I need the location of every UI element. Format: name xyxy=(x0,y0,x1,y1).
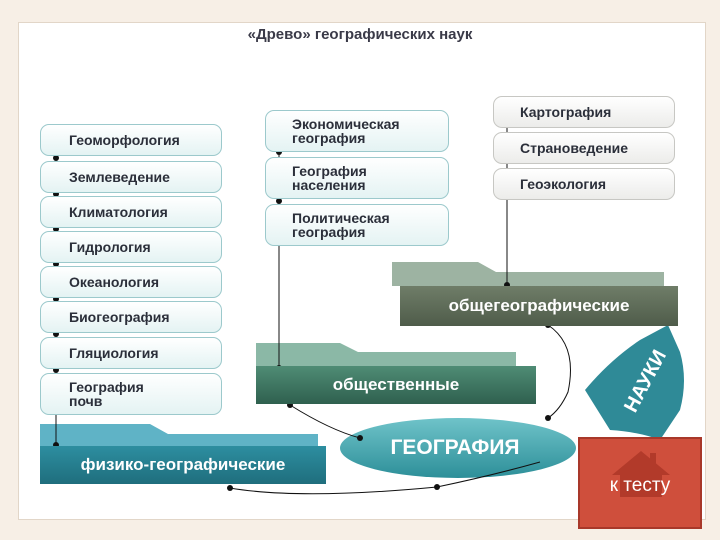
geography-ellipse xyxy=(340,418,576,478)
box-economic-geography: Экономическая география xyxy=(265,110,449,152)
label-political-geography: Политическая география xyxy=(292,210,390,240)
box-geoecology: Геоэкология xyxy=(493,168,675,200)
branch-physical-bar: физико-географические xyxy=(40,446,326,484)
box-earth-science: Землеведение xyxy=(40,161,222,193)
branch-social-bar: общественные xyxy=(256,366,536,404)
label-economic-geography: Экономическая география xyxy=(292,116,400,146)
label-glaciology: Гляциология xyxy=(69,345,159,361)
to-test-label: к тесту xyxy=(609,475,671,496)
nauki-arc xyxy=(585,325,684,440)
box-biogeography: Биогеография xyxy=(40,301,222,333)
box-soil-geography: География почв xyxy=(40,373,222,415)
label-hydrology: Гидрология xyxy=(69,239,151,255)
label-geoecology: Геоэкология xyxy=(520,176,607,192)
label-oceanology: Океанология xyxy=(69,274,159,290)
to-test-button[interactable]: к тесту xyxy=(578,437,702,529)
house-icon xyxy=(612,451,670,497)
box-population-geography: География населения xyxy=(265,157,449,199)
box-hydrology: Гидрология xyxy=(40,231,222,263)
label-biogeography: Биогеография xyxy=(69,309,170,325)
branch-general-bar: общегеографические xyxy=(400,286,678,326)
label-soil-geography: География почв xyxy=(69,379,144,409)
label-geomorphology: Геоморфология xyxy=(69,132,180,148)
label-cartography: Картография xyxy=(520,104,612,120)
box-political-geography: Политическая география xyxy=(265,204,449,246)
box-cartography: Картография xyxy=(493,96,675,128)
page-title: «Древо» географических наук xyxy=(247,26,473,43)
box-climatology: Климатология xyxy=(40,196,222,228)
box-country-studies: Страноведение xyxy=(493,132,675,164)
label-country-studies: Страноведение xyxy=(520,140,629,156)
box-glaciology: Гляциология xyxy=(40,337,222,369)
box-geomorphology: Геоморфология xyxy=(40,124,222,156)
label-population-geography: География населения xyxy=(292,163,367,193)
label-earth-science: Землеведение xyxy=(69,169,170,185)
box-oceanology: Океанология xyxy=(40,266,222,298)
label-climatology: Климатология xyxy=(69,204,168,220)
geography-label: ГЕОГРАФИЯ xyxy=(390,436,520,459)
